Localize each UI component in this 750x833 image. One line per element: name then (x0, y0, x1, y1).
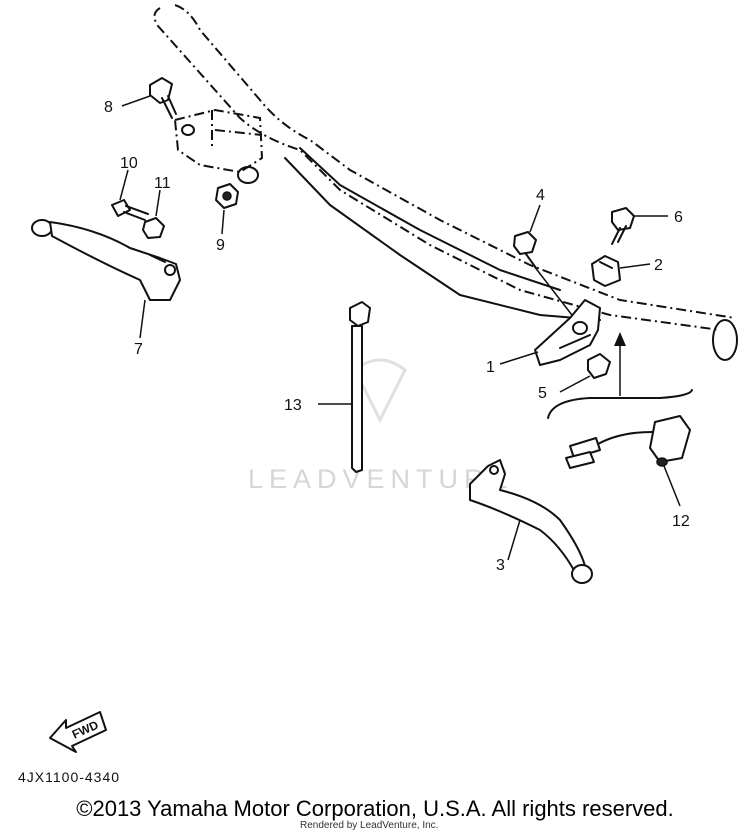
part-code: 4JX1100-4340 (18, 769, 120, 785)
callout-8: 8 (104, 99, 113, 116)
part-7-brake-lever (31, 219, 181, 339)
part-10-bolt (111, 169, 149, 221)
assembly-arrow (547, 332, 693, 419)
copyright-notice: ©2013 Yamaha Motor Corporation, U.S.A. A… (76, 796, 674, 821)
part-1-bracket (499, 299, 601, 366)
callout-5: 5 (538, 385, 547, 402)
callout-3: 3 (496, 557, 505, 574)
rendered-by-text: Rendered by LeadVenture, Inc. (300, 820, 438, 831)
callout-13: 13 (284, 397, 302, 414)
part-12-switch (565, 415, 691, 507)
callout-7: 7 (134, 341, 143, 358)
callout-4: 4 (536, 187, 545, 204)
part-13-cable-tie (318, 301, 371, 473)
callout-9: 9 (216, 237, 225, 254)
part-6-bolt (611, 207, 668, 245)
part-8-bolt (121, 77, 177, 119)
watermark: LEADVENTURE (248, 358, 514, 494)
part-11-nut (142, 189, 165, 239)
part-4-bolt (513, 204, 583, 329)
callout-10: 10 (120, 155, 138, 172)
part-2-clamp (591, 255, 651, 287)
handlebar (153, 4, 738, 361)
callout-1: 1 (486, 359, 495, 376)
callout-2: 2 (654, 257, 663, 274)
fwd-arrow-icon: FWD (49, 711, 107, 753)
part-9-nut (215, 183, 239, 235)
callout-11: 11 (154, 175, 171, 192)
part-5-nut (559, 353, 611, 393)
watermark-text: LEADVENTURE (248, 464, 514, 494)
master-cylinder (173, 108, 264, 184)
callout-labels: 8 10 11 9 7 4 6 2 1 5 13 12 3 (104, 99, 690, 574)
callout-12: 12 (672, 513, 690, 530)
part-3-clutch-lever (469, 459, 593, 584)
callout-6: 6 (674, 209, 683, 226)
